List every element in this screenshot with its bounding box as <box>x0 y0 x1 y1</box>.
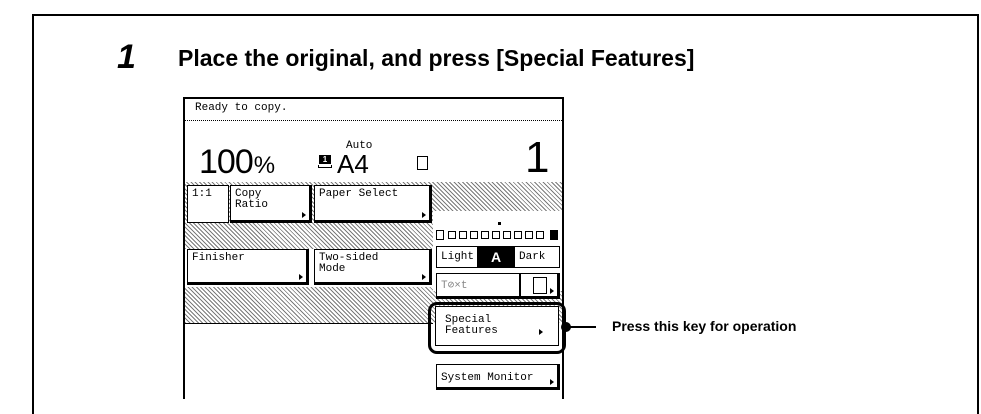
copier-touch-panel: Ready to copy. 100% Auto 1 A4 1 1:1 Copy… <box>183 97 564 399</box>
light-button[interactable]: Light <box>436 246 478 268</box>
document-icon <box>533 277 547 294</box>
arrow-right-icon <box>550 379 554 385</box>
auto-density-button[interactable]: A <box>478 246 514 268</box>
copy-ratio-label-1: Copy <box>235 188 262 200</box>
original-orientation-icon <box>417 156 428 170</box>
two-sided-mode-button[interactable]: Two-sided Mode <box>314 249 432 285</box>
arrow-right-icon <box>539 329 543 335</box>
ratio-unit: % <box>253 152 275 179</box>
two-sided-label-1: Two-sided <box>319 252 379 264</box>
two-sided-label-2: Mode <box>319 263 346 275</box>
callout-leader-line <box>566 326 596 328</box>
system-monitor-label: System Monitor <box>441 372 534 384</box>
paper-tray-icon: 1 <box>318 155 332 168</box>
density-segment <box>459 231 467 239</box>
copy-ratio-button[interactable]: Copy Ratio <box>230 185 312 223</box>
ratio-value: 100 <box>199 143 254 181</box>
special-features-button[interactable]: Special Features <box>435 306 559 346</box>
ratio-1to1-button[interactable]: 1:1 <box>187 185 229 223</box>
text-mode-label: T⊘×t <box>441 280 468 292</box>
arrow-right-icon <box>550 288 554 294</box>
copy-quantity: 1 <box>525 133 550 182</box>
arrow-right-icon <box>422 274 426 280</box>
dark-button[interactable]: Dark <box>514 246 560 268</box>
density-scale-icon[interactable] <box>436 222 560 242</box>
ratio-1to1-label: 1:1 <box>192 188 212 200</box>
original-type-button[interactable] <box>520 273 560 299</box>
density-indicator <box>498 222 501 225</box>
paper-size: A4 <box>337 149 369 179</box>
density-segment <box>503 231 511 239</box>
finisher-button[interactable]: Finisher <box>187 249 309 285</box>
finisher-label: Finisher <box>192 252 245 264</box>
step-title: Place the original, and press [Special F… <box>178 45 695 71</box>
step-number: 1 <box>117 38 136 76</box>
instruction-frame <box>32 14 979 414</box>
copy-ratio-label-2: Ratio <box>235 199 269 211</box>
density-segment <box>514 231 522 239</box>
paper-select-label: Paper Select <box>319 188 399 200</box>
status-message: Ready to copy. <box>185 99 562 121</box>
density-dark-end-icon <box>550 230 558 240</box>
paper-select-button[interactable]: Paper Select <box>314 185 432 223</box>
special-features-face: Special Features <box>441 311 549 341</box>
density-segment <box>492 231 500 239</box>
density-segment <box>448 231 456 239</box>
density-light-end-icon <box>436 230 444 240</box>
arrow-right-icon <box>299 274 303 280</box>
density-segment <box>470 231 478 239</box>
light-label: Light <box>441 251 475 263</box>
arrow-right-icon <box>302 212 306 218</box>
density-segment <box>536 231 544 239</box>
dark-label: Dark <box>519 251 546 263</box>
callout-leader-dot <box>561 322 571 332</box>
special-features-highlight <box>428 302 566 354</box>
system-monitor-button[interactable]: System Monitor <box>436 364 560 390</box>
density-segment <box>481 231 489 239</box>
arrow-right-icon <box>422 212 426 218</box>
bottom-left-area <box>185 323 433 399</box>
special-features-label-1: Special <box>445 314 492 326</box>
paper-mode-label: Auto <box>346 140 373 152</box>
text-mode-button[interactable]: T⊘×t <box>436 273 520 299</box>
density-segment <box>525 231 533 239</box>
callout-text: Press this key for operation <box>612 318 797 334</box>
copy-ratio-display: 100% <box>199 143 275 182</box>
tray-number: 1 <box>319 155 331 164</box>
special-features-label-2: Features <box>445 325 498 337</box>
